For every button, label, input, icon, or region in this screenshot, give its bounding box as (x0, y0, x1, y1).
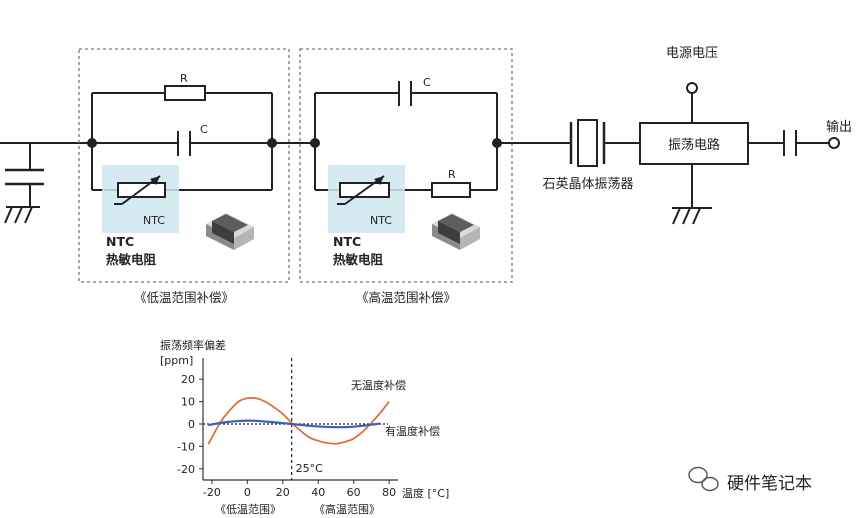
x-tick-label: 80 (382, 486, 396, 499)
crystal-label: 石英晶体振荡器 (542, 177, 633, 192)
low-c-label: C (200, 123, 208, 136)
low-ntc-label: NTC (143, 214, 165, 227)
range-label-high: 《高温范围》 (314, 502, 380, 516)
ntc-chip-image-high (432, 213, 480, 250)
y-tick-label: 20 (181, 373, 195, 386)
power-terminal (686, 82, 698, 94)
ntc-highlight-low (102, 165, 179, 233)
x-tick-label: 0 (244, 486, 251, 499)
high-r-label: R (448, 168, 456, 181)
ntc-highlight-high (328, 165, 405, 233)
resistor-high (431, 182, 471, 198)
ntc-chip-image-low (206, 213, 254, 250)
y-tick-label: -10 (177, 440, 195, 453)
x-axis-label: 温度 [°C] (402, 486, 449, 500)
x-tick-label: 40 (311, 486, 325, 499)
wechat-logo-icon (688, 466, 719, 492)
high-ntc-label: NTC (370, 214, 392, 227)
y-tick-label: 0 (188, 418, 195, 431)
series-label-uncompensated: 无温度补偿 (351, 378, 406, 392)
junction-dot (310, 138, 320, 148)
series-label-compensated: 有温度补偿 (385, 424, 440, 438)
oscillator-box (639, 122, 749, 165)
oscillator-label: 振荡电路 (668, 137, 720, 153)
low-ntc-subtitle: 热敏电阻 (106, 252, 157, 267)
junctions (87, 138, 502, 148)
reference-label: 25°C (296, 462, 323, 475)
junction-dot (87, 138, 97, 148)
crystal-body (577, 119, 598, 167)
x-tick-label: 20 (276, 486, 290, 499)
high-caption: 《高温范围补偿》 (356, 290, 456, 305)
junction-dot (267, 138, 277, 148)
ntc-arrow-high (374, 176, 384, 185)
low-r-label: R (180, 72, 188, 85)
high-c-label: C (423, 76, 431, 89)
low-ntc-title: NTC (106, 234, 134, 249)
series-line-uncompensated (207, 396, 390, 445)
junction-dot (492, 138, 502, 148)
y-tick-label: -20 (177, 463, 195, 476)
x-tick-label: -20 (203, 486, 221, 499)
frequency-deviation-chart: 20 10 0 -10 -20 -20 0 20 40 60 80 振荡频率偏差 [ppm] 温度 [°C… (160, 338, 449, 516)
power-label: 电源电压 (666, 46, 718, 61)
range-label-low: 《低温范围》 (215, 502, 281, 516)
high-ntc-subtitle: 热敏电阻 (333, 252, 384, 267)
low-comp-block (78, 48, 290, 283)
output-label: 输出 (826, 119, 852, 135)
resistor-low (164, 85, 206, 101)
ntc-arrow-low (150, 176, 160, 185)
y-tick-label: 10 (181, 396, 195, 409)
output-terminal (828, 137, 840, 149)
low-caption: 《低温范围补偿》 (134, 290, 234, 305)
high-ntc-title: NTC (333, 234, 361, 249)
y-axis-unit: [ppm] (160, 354, 193, 367)
series-line-compensated (208, 419, 381, 429)
x-tick-label: 60 (347, 486, 361, 499)
watermark-text: 硬件笔记本 (727, 474, 812, 494)
y-axis-label: 振荡频率偏差 (160, 338, 226, 352)
